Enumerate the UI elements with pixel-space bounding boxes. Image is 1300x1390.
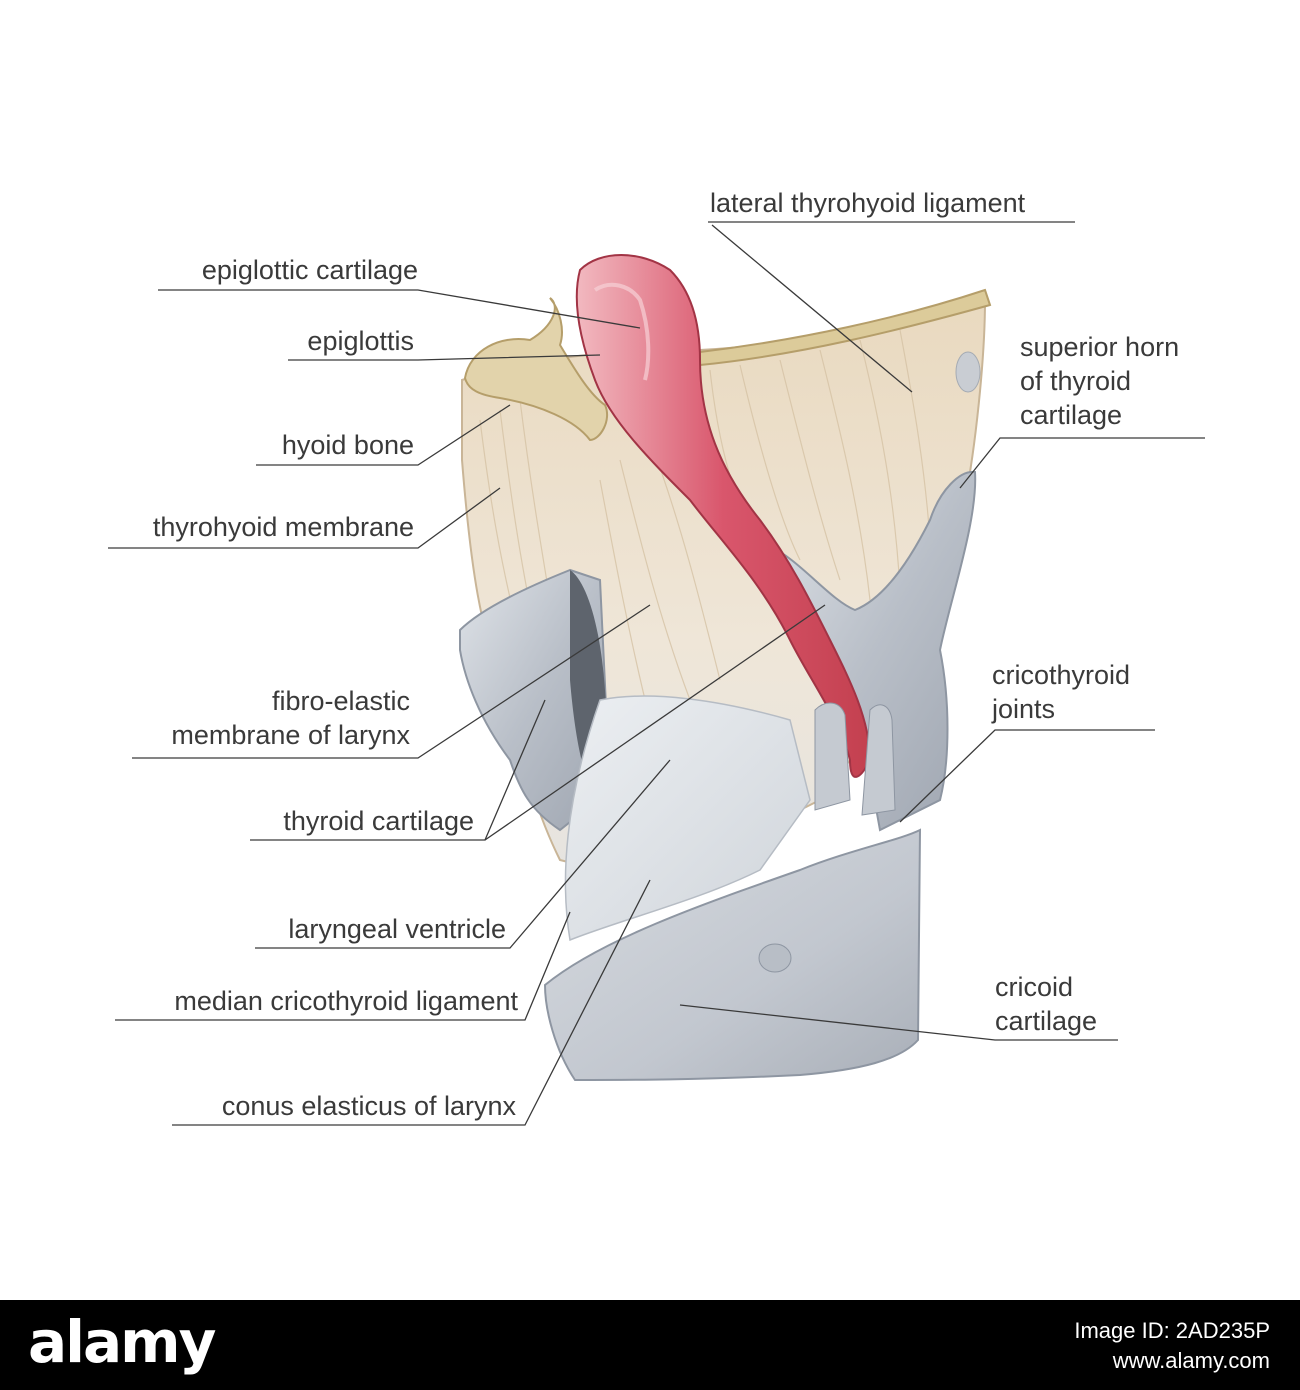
- label-superior-horn-of-thyroid-cartilage: superior horn of thyroid cartilage: [1020, 332, 1180, 430]
- footer-url-text: www.alamy.com: [1112, 1348, 1270, 1373]
- arytenoid-shapes: [814, 702, 896, 816]
- label-epiglottic-cartilage: epiglottic cartilage: [201, 255, 418, 285]
- label-cricothyroid-joints: cricothyroid joints: [992, 660, 1131, 724]
- label-hyoid-bone: hyoid bone: [281, 430, 414, 460]
- label-thyroid-cartilage: thyroid cartilage: [283, 806, 474, 836]
- label-cricoid-cartilage: cricoid cartilage: [995, 972, 1098, 1036]
- cricoid-cartilage-shape: [543, 828, 922, 1082]
- label-lateral-thyrohyoid-ligament: lateral thyrohyoid ligament: [710, 188, 1026, 218]
- label-median-cricothyroid-ligament: median cricothyroid ligament: [174, 986, 518, 1016]
- alamy-logo: alamy: [28, 1308, 216, 1376]
- leader-lines: [108, 221, 1205, 1126]
- footer-bar: [0, 1300, 1300, 1390]
- image-id-text: Image ID: 2AD235P: [1074, 1318, 1270, 1343]
- label-thyrohyoid-membrane: thyrohyoid membrane: [152, 512, 414, 542]
- label-epiglottis: epiglottis: [307, 326, 414, 356]
- conus-elasticus-shape: [564, 695, 811, 942]
- larynx-diagram: lateral thyrohyoid ligament epiglottic c…: [108, 188, 1205, 1126]
- label-conus-elasticus-of-larynx: conus elasticus of larynx: [221, 1091, 516, 1121]
- larynx-illustration: [108, 221, 1205, 1126]
- label-laryngeal-ventricle: laryngeal ventricle: [288, 914, 506, 944]
- hyoid-bone-shape: [463, 288, 992, 442]
- label-fibro-elastic-membrane: fibro-elastic membrane of larynx: [171, 686, 410, 750]
